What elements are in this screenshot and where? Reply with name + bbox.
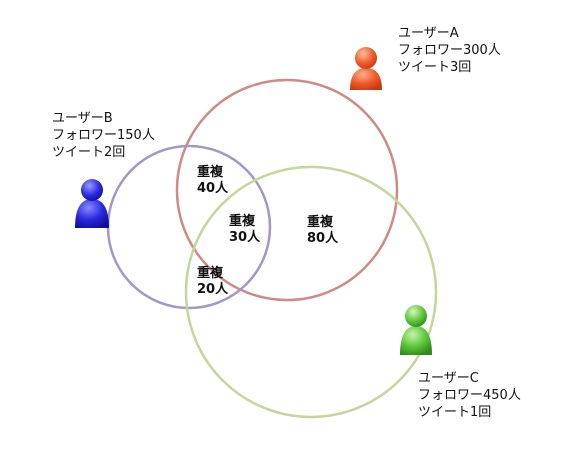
- user-a-circle: [175, 78, 399, 302]
- overlap-ac-title: 重複: [307, 215, 334, 230]
- user-a-label: ユーザーA フォロワー300人 ツイート3回: [398, 25, 501, 76]
- user-a-followers: フォロワー300人: [398, 43, 501, 58]
- user-a-person-icon: [350, 47, 382, 90]
- user-c-label: ユーザーC フォロワー450人 ツイート1回: [418, 370, 521, 421]
- user-b-label: ユーザーB フォロワー150人 ツイート2回: [52, 110, 155, 161]
- user-c-followers: フォロワー450人: [418, 388, 521, 403]
- user-c-circle: [184, 165, 438, 419]
- overlap-ac-value: 80人: [307, 231, 339, 246]
- overlap-bc-value: 20人: [197, 282, 229, 297]
- user-a-name: ユーザーA: [398, 26, 459, 41]
- user-b-tweets: ツイート2回: [52, 145, 126, 160]
- overlap-ac-label: 重複 80人: [307, 215, 338, 247]
- user-b-name: ユーザーB: [52, 111, 113, 126]
- overlap-abc-title: 重複: [229, 214, 256, 229]
- user-c-tweets: ツイート1回: [418, 405, 492, 420]
- user-c-person-icon: [400, 305, 432, 355]
- user-b-person-icon: [75, 179, 109, 228]
- overlap-ab-label: 重複 40人: [197, 165, 228, 197]
- user-a-tweets: ツイート3回: [398, 60, 472, 75]
- user-c-name: ユーザーC: [418, 371, 479, 386]
- overlap-abc-label: 重複 30人: [229, 214, 260, 246]
- user-b-followers: フォロワー150人: [52, 128, 155, 143]
- overlap-ab-title: 重複: [197, 165, 224, 180]
- overlap-ab-value: 40人: [197, 181, 229, 196]
- overlap-bc-label: 重複 20人: [197, 266, 228, 298]
- overlap-abc-value: 30人: [229, 230, 261, 245]
- overlap-bc-title: 重複: [197, 266, 224, 281]
